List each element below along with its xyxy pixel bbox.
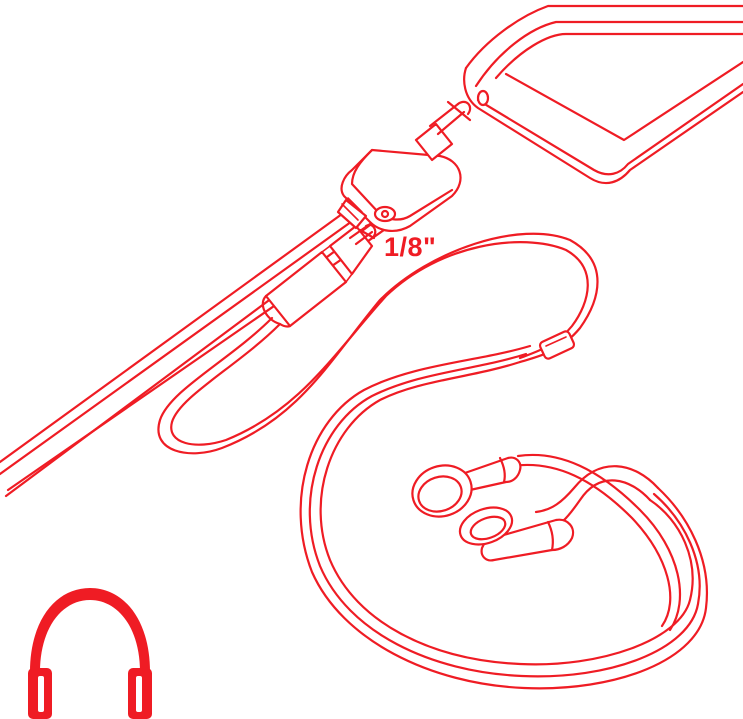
earbud-plug [263, 224, 375, 327]
headphones-icon [20, 580, 160, 719]
earbud-lower [455, 501, 573, 561]
adapter-body [338, 150, 461, 231]
phone [464, 6, 743, 183]
jack-size-label: 1/8" [384, 232, 436, 263]
cable-slider [539, 330, 576, 360]
adapter-plug [416, 102, 470, 160]
